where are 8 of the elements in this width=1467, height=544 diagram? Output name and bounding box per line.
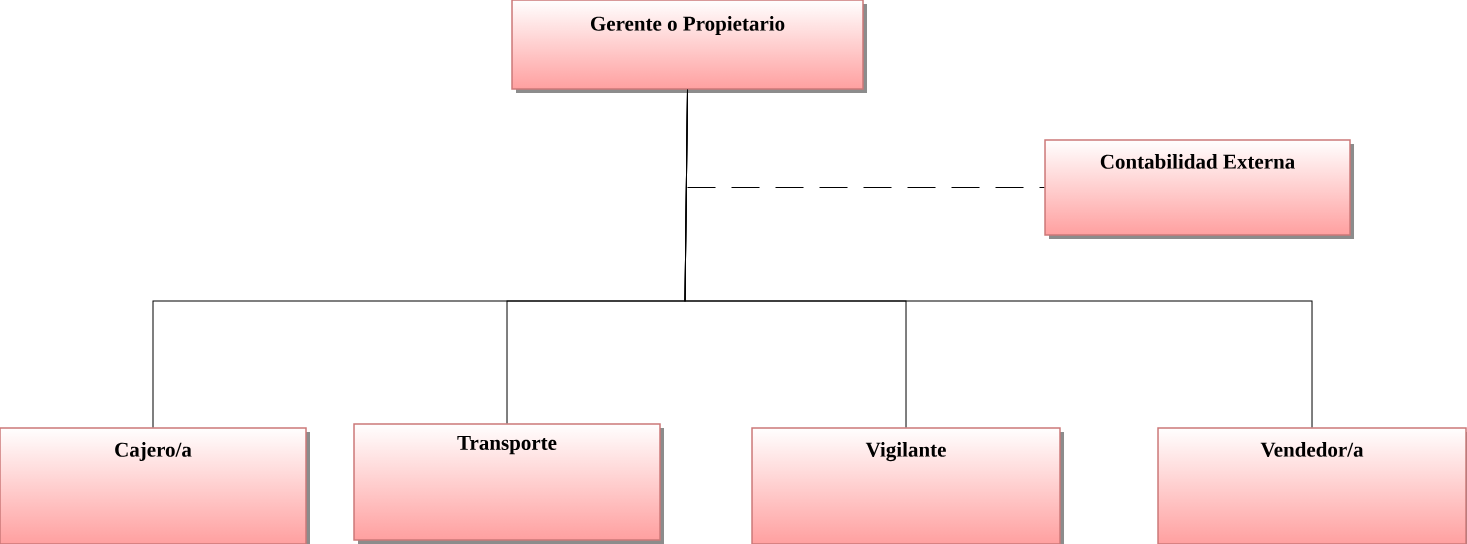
org-box: Gerente o Propietario <box>511 0 867 93</box>
org-box: Transporte <box>353 423 664 544</box>
org-box: Vendedor/a <box>1157 427 1467 544</box>
org-box: Contabilidad Externa <box>1044 139 1354 239</box>
org-box: Cajero/a <box>0 427 310 544</box>
connector-line <box>684 89 1313 428</box>
org-box: Vigilante <box>751 427 1064 544</box>
connector-line <box>687 187 1045 188</box>
